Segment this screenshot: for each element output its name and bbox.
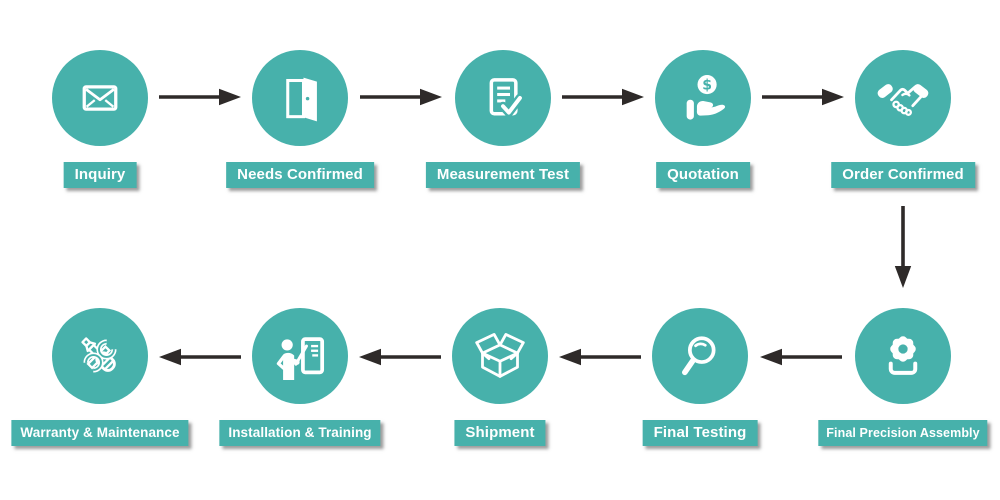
arrow-measurement-to-quotation [562, 88, 644, 106]
step-quotation-label: Quotation [656, 162, 750, 188]
arrow-order-to-assembly [894, 206, 912, 288]
step-final-testing-label: Final Testing [642, 420, 758, 446]
arrow-installation-to-warranty [159, 348, 241, 366]
step-final-precision-assembly-circle [855, 308, 951, 404]
arrow-inquiry-to-needs [159, 88, 241, 106]
crossed-tools-icon [81, 337, 117, 373]
step-inquiry-circle [52, 50, 148, 146]
arrow-assembly-to-testing [760, 348, 842, 366]
step-measurement-test-label: Measurement Test [425, 162, 581, 188]
step-order-confirmed-label: Order Confirmed [831, 162, 975, 188]
step-measurement-test-circle [455, 50, 551, 146]
dollar-symbol: $ [702, 77, 712, 93]
envelope-icon [82, 85, 118, 111]
step-installation-training-label: Installation & Training [219, 420, 381, 446]
hand-coin-icon: $ [686, 75, 726, 120]
step-installation-training-circle [252, 308, 348, 404]
step-needs-confirmed-circle [252, 50, 348, 146]
open-door-icon [286, 77, 317, 122]
step-inquiry-label: Inquiry [63, 162, 137, 188]
step-warranty-maintenance-label: Warranty & Maintenance [11, 420, 189, 446]
magnifier-icon [682, 336, 716, 376]
arrow-quotation-to-order [762, 88, 844, 106]
step-shipment-circle [452, 308, 548, 404]
trainer-board-icon [276, 337, 325, 381]
open-box-icon [475, 333, 525, 378]
gear-assembly-icon [888, 336, 918, 375]
step-order-confirmed-circle [855, 50, 951, 146]
arrow-needs-to-measurement [360, 88, 442, 106]
document-check-icon [489, 78, 525, 117]
handshake-icon [877, 84, 929, 116]
step-final-testing-circle [652, 308, 748, 404]
step-shipment-label: Shipment [454, 420, 546, 446]
arrow-shipment-to-installation [359, 348, 441, 366]
step-quotation-circle: $ [655, 50, 751, 146]
step-needs-confirmed-label: Needs Confirmed [226, 162, 374, 188]
step-warranty-maintenance-circle [52, 308, 148, 404]
arrow-testing-to-shipment [559, 348, 641, 366]
step-final-precision-assembly-label: Final Precision Assembly [818, 420, 988, 446]
